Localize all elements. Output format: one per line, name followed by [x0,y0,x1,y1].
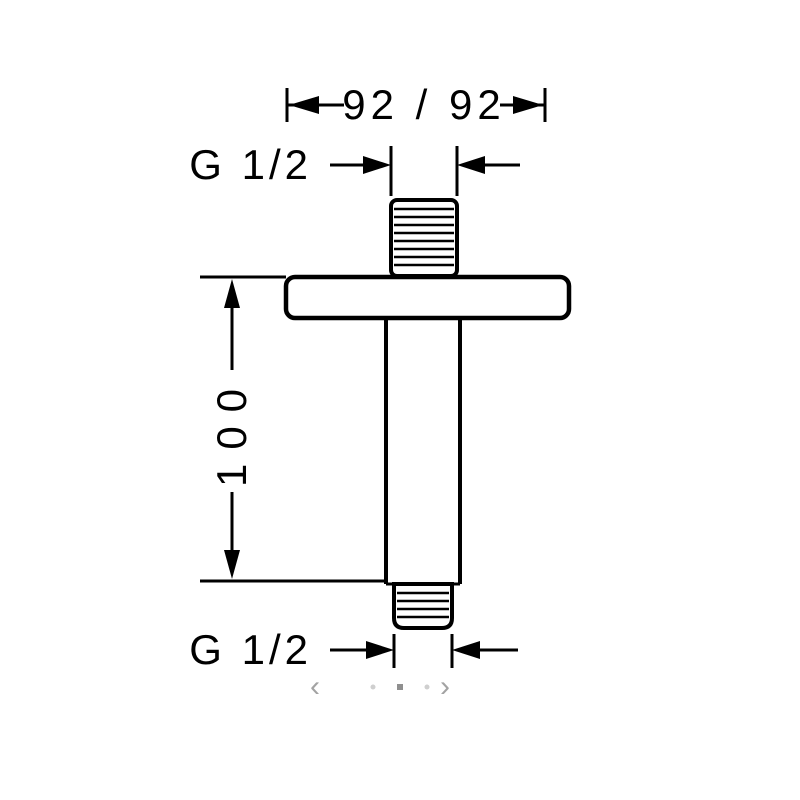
carousel-prev-icon[interactable]: ‹ [310,670,320,703]
dim-thread-bottom: G 1/2 [189,626,518,673]
dim-thread-top: G 1/2 [189,141,520,196]
ceiling-flange [200,274,572,321]
arrowhead-left [363,156,391,174]
arrowhead-left [366,641,394,659]
carousel-dot[interactable] [424,684,430,690]
arrowhead-left [289,96,319,114]
thread-top-label: G 1/2 [189,141,312,188]
dim-width: 92 / 92 [285,81,547,128]
flange-plate [283,274,572,321]
carousel-dot[interactable] [370,684,376,690]
arrowhead-down [224,550,240,579]
arrowhead-right [513,96,543,114]
carousel: ‹ › [310,670,450,703]
pipe [384,318,462,586]
dim-width-label: 92 / 92 [342,81,505,128]
carousel-next-icon[interactable]: › [440,670,450,703]
thread-top [389,198,459,278]
arrowhead-right [452,641,480,659]
arrowhead-right [457,156,485,174]
carousel-dot-active[interactable] [397,684,403,690]
thread-bottom-body [392,582,454,630]
thread-bottom-label: G 1/2 [189,626,312,673]
arrowhead-up [224,279,240,308]
dim-height-label: 100 [208,375,255,487]
thread-bottom [392,582,454,630]
dim-height: 100 [200,279,384,583]
